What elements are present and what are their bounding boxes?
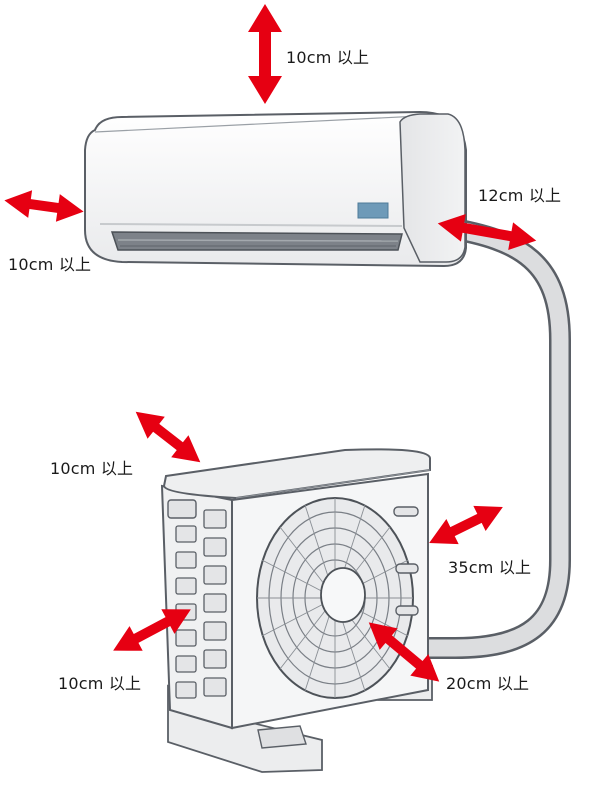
outdoor-left-clearance-label: 10cm 以上 bbox=[58, 674, 142, 693]
clearance-arrows bbox=[4, 4, 537, 682]
side-grille bbox=[175, 509, 227, 699]
fan-hub bbox=[320, 567, 366, 623]
indoor-top-clearance-label: 10cm 以上 bbox=[286, 48, 370, 67]
indoor-left-clearance-label: 10cm 以上 bbox=[8, 255, 92, 274]
indoor-right-clearance-label: 12cm 以上 bbox=[478, 186, 562, 205]
outdoor-front-arrow bbox=[368, 622, 440, 682]
outdoor-rear-right-arrow bbox=[429, 505, 503, 545]
outdoor-top-clearance-label: 10cm 以上 bbox=[50, 459, 134, 478]
outdoor-unit bbox=[160, 448, 433, 773]
indoor-top-arrow bbox=[248, 4, 282, 104]
outdoor-front-clearance-label: 20cm 以上 bbox=[446, 674, 530, 693]
refrigerant-pipe-fill bbox=[396, 219, 569, 657]
fan-grille bbox=[256, 497, 414, 699]
indoor-unit bbox=[84, 110, 467, 268]
indoor-left-arrow bbox=[4, 190, 84, 222]
indoor-right-arrow bbox=[437, 214, 537, 250]
outdoor-top-arrow bbox=[135, 411, 201, 463]
outdoor-left-arrow bbox=[113, 609, 191, 651]
outdoor-unit-lid bbox=[162, 448, 431, 500]
display-panel bbox=[357, 202, 389, 219]
outdoor-rear-right-clearance-label: 35cm 以上 bbox=[448, 558, 532, 577]
